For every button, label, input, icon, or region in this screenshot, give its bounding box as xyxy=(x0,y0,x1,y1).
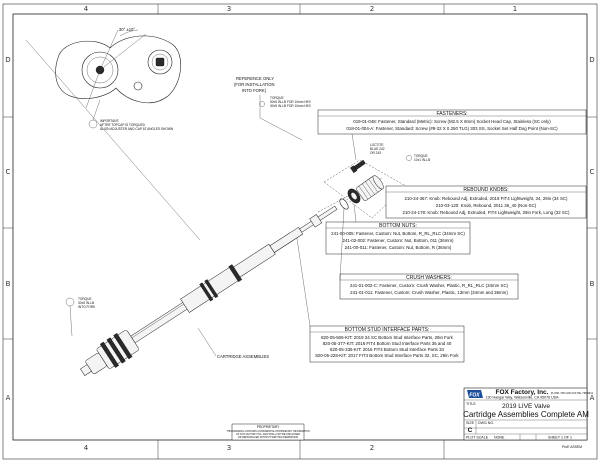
torque-bottom-line-3: INTO FORK xyxy=(78,305,96,309)
crush-washers-line-1: 241-01-002-C: Fastener, Custom: Crush Wa… xyxy=(350,283,509,288)
bottom-stud-title: BOTTOM STUD INTERFACE PARTS: xyxy=(345,327,430,333)
reference-diagonal xyxy=(25,39,201,241)
company-phone: PH 831 768 1100 FAX 831 768 9312 xyxy=(551,391,594,395)
title-block: FOX xyxy=(463,387,588,441)
angle-dimension: 30° ±10° xyxy=(119,27,135,32)
proprietary-line-4: OR REPRODUCED WITHOUT WRITTEN PERMISSION xyxy=(238,436,299,439)
zone-col-top-3: 3 xyxy=(227,5,231,13)
bottom-stud-callout xyxy=(309,325,465,363)
zone-row-left-b: B xyxy=(6,280,11,288)
plot-scale-value: NONE xyxy=(494,436,505,440)
fasteners-callout xyxy=(317,109,587,135)
proprietary-box xyxy=(231,423,305,441)
title-line-2: Cartridge Assemblies Complete AM xyxy=(463,410,589,419)
rebound-knobs-title: REBOUND KNOBS: xyxy=(463,187,508,193)
top-view xyxy=(55,29,182,109)
bottom-nuts-leader xyxy=(353,203,357,223)
rebound-knobs-line-3: 210-24-178: Knob: Rebound Adj, Extruded,… xyxy=(403,210,570,215)
cartridge-leader xyxy=(197,327,217,357)
reference-leader xyxy=(259,95,303,141)
torque-screw-line-2: 10±1 IN-LB xyxy=(414,158,430,162)
zone-col-bottom-4: 4 xyxy=(84,444,89,452)
zone-col-top-1: 1 xyxy=(513,5,517,13)
proe-label: ProE ASSEM xyxy=(562,445,582,449)
cartridge-label: CARTRIDGE ASSEMBLIES xyxy=(217,354,269,359)
proprietary-line-3: OF FOX FACTORY INC. AND SHALL NOT BE DIS… xyxy=(236,433,300,436)
bottom-stud-line-4: 820-05-228-KIT: 2017 FIT4 Bottom Stud In… xyxy=(315,353,459,358)
exploded-parts xyxy=(317,159,407,219)
important-note-marker xyxy=(88,119,98,129)
important-line-2: AFTER TOPCAP IS TORQUED xyxy=(100,123,146,127)
important-line-3: ALIGN ADJUSTER AND CAP AT ANGLES SHOWN xyxy=(100,127,174,131)
fasteners-leader xyxy=(351,133,357,161)
zone-row-left-c: C xyxy=(6,168,11,176)
torque-bottom-line-2: 30±5 IN-LB xyxy=(78,301,94,305)
zone-col-bottom-3: 3 xyxy=(227,444,231,452)
company-name: FOX Factory, Inc. xyxy=(496,389,549,396)
size-label: SIZE xyxy=(466,421,475,425)
company-address: 130 Hangar Way, Watsonville, CA 95076 US… xyxy=(486,396,560,400)
loctite-line-1: LOCTITE xyxy=(370,143,383,147)
proprietary-line-1: PROPRIETARY xyxy=(257,425,280,429)
reference-line-1: REFERENCE ONLY xyxy=(236,76,274,81)
bottom-stud-leader xyxy=(295,231,311,327)
zone-col-bottom-2: 2 xyxy=(370,444,374,452)
rebound-knobs-callout xyxy=(385,185,587,219)
torque-topcap-line-3: 30±5 IN-LB FOR 10mm HEX xyxy=(270,104,312,108)
title-label: TITLE xyxy=(466,402,476,406)
torque-screw-line-1: TORQUE xyxy=(414,154,428,158)
torque-topcap-line-2: 50±5 IN-LB FOR 10mm HEX xyxy=(270,100,312,104)
dwg-label: DWG NO. xyxy=(478,421,494,425)
zone-row-right-a: A xyxy=(590,394,595,402)
fasteners-title: FASTENERS: xyxy=(436,111,467,117)
torque-bottom-marker xyxy=(65,297,75,307)
zone-row-right-d: D xyxy=(589,56,594,64)
plot-scale-label: PLOT SCALE xyxy=(466,436,489,440)
bottom-stud-line-2: 820-05-377-KIT: 2016 FIT4 Bottom Stud In… xyxy=(323,341,452,346)
important-leader xyxy=(92,99,101,121)
size-value: C xyxy=(468,427,473,434)
crush-washers-callout xyxy=(339,273,519,300)
fasteners-line-2: 018-01-004-A: Fastener, Standard: Screw … xyxy=(346,126,558,131)
svg-text:FOX: FOX xyxy=(469,393,480,399)
zone-ticks xyxy=(3,4,597,459)
loctite-line-2: BLUE 242 xyxy=(370,147,385,151)
rebound-knobs-line-1: 210-24-367: Knob: Rebound Adj, Extruded,… xyxy=(404,196,568,201)
torque-topcap-marker xyxy=(259,101,265,107)
loctite-line-3: OR 243 xyxy=(370,151,381,155)
fasteners-line-1: 019-01-048: Fastener, Standard (Metric):… xyxy=(353,119,551,124)
zone-row-right-b: B xyxy=(590,280,595,288)
title-line-1: 2019 LIVE Valve xyxy=(502,403,550,410)
bottom-nuts-line-2: 241-02-002: Fastener, Custom: Nut, Botto… xyxy=(343,238,454,243)
crush-washers-leader xyxy=(339,207,345,281)
torque-bottom-leader xyxy=(69,305,73,337)
sheet-number: SHEET 1 OF 1 xyxy=(548,436,572,440)
bottom-nuts-line-1: 241-00-005: Fastener, Custom: Nut, Botto… xyxy=(331,231,465,236)
zone-row-right-c: C xyxy=(590,168,595,176)
zone-row-left-a: A xyxy=(6,394,11,402)
bottom-nuts-callout xyxy=(325,221,471,255)
bottom-nuts-title: BOTTOM NUTS: xyxy=(379,223,417,229)
reference-line-2: (FOR INSTALLATION xyxy=(234,82,275,87)
cartridge-assembly xyxy=(80,205,338,376)
torque-topcap-line-1: TORQUE xyxy=(270,96,284,100)
proprietary-line-2: THIS DRAWING CONTAINS CONFIDENTIAL PROPR… xyxy=(226,430,310,433)
zone-row-left-d: D xyxy=(5,56,10,64)
zone-col-top-4: 4 xyxy=(84,5,89,13)
bottom-stud-line-3: 820-05-335-KIT: 2016 FIT4 Bottom Stud In… xyxy=(330,347,445,352)
inner-border xyxy=(12,13,588,441)
important-line-1: IMPORTANT: xyxy=(100,119,119,123)
fox-logo: FOX xyxy=(467,390,483,399)
torque-bottom-line-1: TORQUE xyxy=(78,297,92,301)
torque-screw-marker xyxy=(406,155,412,161)
zone-col-top-2: 2 xyxy=(370,5,374,13)
rebound-knobs-line-2: 210-03-120: Knob, Rebound, 2011 36_40 (N… xyxy=(436,203,537,208)
reference-line-3: INTO FORK) xyxy=(242,88,267,93)
crush-washers-line-2: 241-01-011: Fastener, Custom: Crush Wash… xyxy=(350,290,508,295)
bottom-stud-line-1: 820-05-506-KIT: 2019 34 SC Bottom Stud I… xyxy=(321,335,454,340)
bottom-nuts-line-3: 241-00-011: Fastener, Custom: Nut, Botto… xyxy=(345,245,452,250)
crush-washers-title: CRUSH WASHERS: xyxy=(406,275,452,281)
